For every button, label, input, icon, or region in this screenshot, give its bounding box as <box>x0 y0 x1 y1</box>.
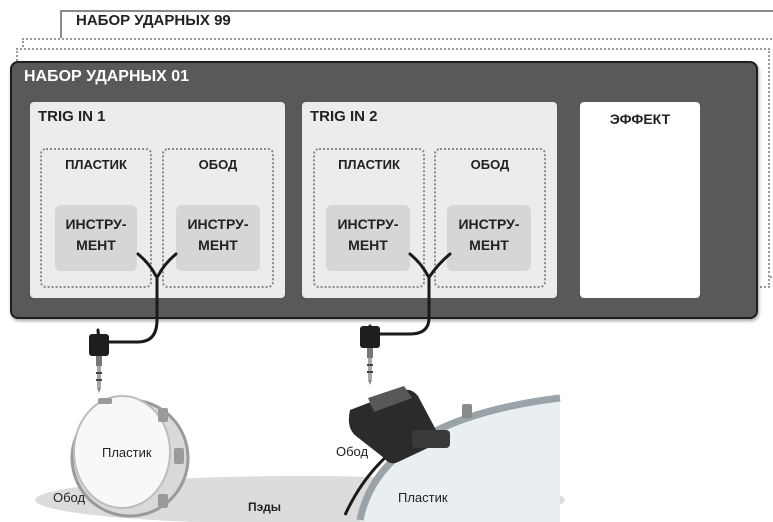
trig-2-rim-instrument: ИНСТРУ- МЕНТ <box>447 205 531 271</box>
instrument-line: МЕНТ <box>198 237 238 253</box>
jack-plug-1 <box>89 334 109 393</box>
instrument-line: МЕНТ <box>76 237 116 253</box>
trig-in-1-label: TRIG IN 1 <box>38 108 106 125</box>
trig-2-rim-label: ОБОД <box>470 157 510 172</box>
trig-in-2-label: TRIG IN 2 <box>310 108 378 125</box>
effect-panel <box>580 102 700 298</box>
instrument-line: МЕНТ <box>348 237 388 253</box>
effect-label: ЭФФЕКТ <box>609 111 671 127</box>
instrument-line: ИНСТРУ- <box>187 216 249 232</box>
pad-2-rim-label: Обод <box>336 444 369 459</box>
drum-kit-01-title: НАБОР УДАРНЫХ 01 <box>24 68 190 85</box>
instrument-line: МЕНТ <box>469 237 509 253</box>
trig-2-head-instrument: ИНСТРУ- МЕНТ <box>326 205 410 271</box>
trig-2-head-label: ПЛАСТИК <box>338 157 400 172</box>
trig-1-rim-label: ОБОД <box>198 157 238 172</box>
instrument-line: ИНСТРУ- <box>458 216 520 232</box>
pads-caption: Пэды <box>248 500 281 514</box>
cable-trig-2 <box>368 252 452 336</box>
drum-kit-99-title: НАБОР УДАРНЫХ 99 <box>76 12 231 29</box>
pad-1-drum <box>70 395 190 518</box>
pad-1-head-label: Пластик <box>102 445 152 460</box>
pad-2-drum-with-trigger <box>343 386 561 522</box>
pad-2-head-label: Пластик <box>398 490 448 505</box>
trig-1-head-label: ПЛАСТИК <box>65 157 127 172</box>
trig-1-head-instrument: ИНСТРУ- МЕНТ <box>55 205 137 271</box>
trig-1-rim-instrument: ИНСТРУ- МЕНТ <box>176 205 260 271</box>
jack-plug-2 <box>360 326 380 385</box>
pad-1-rim-label: Обод <box>53 490 86 505</box>
instrument-line: ИНСТРУ- <box>65 216 127 232</box>
instrument-line: ИНСТРУ- <box>337 216 399 232</box>
cable-trig-1 <box>96 252 178 344</box>
